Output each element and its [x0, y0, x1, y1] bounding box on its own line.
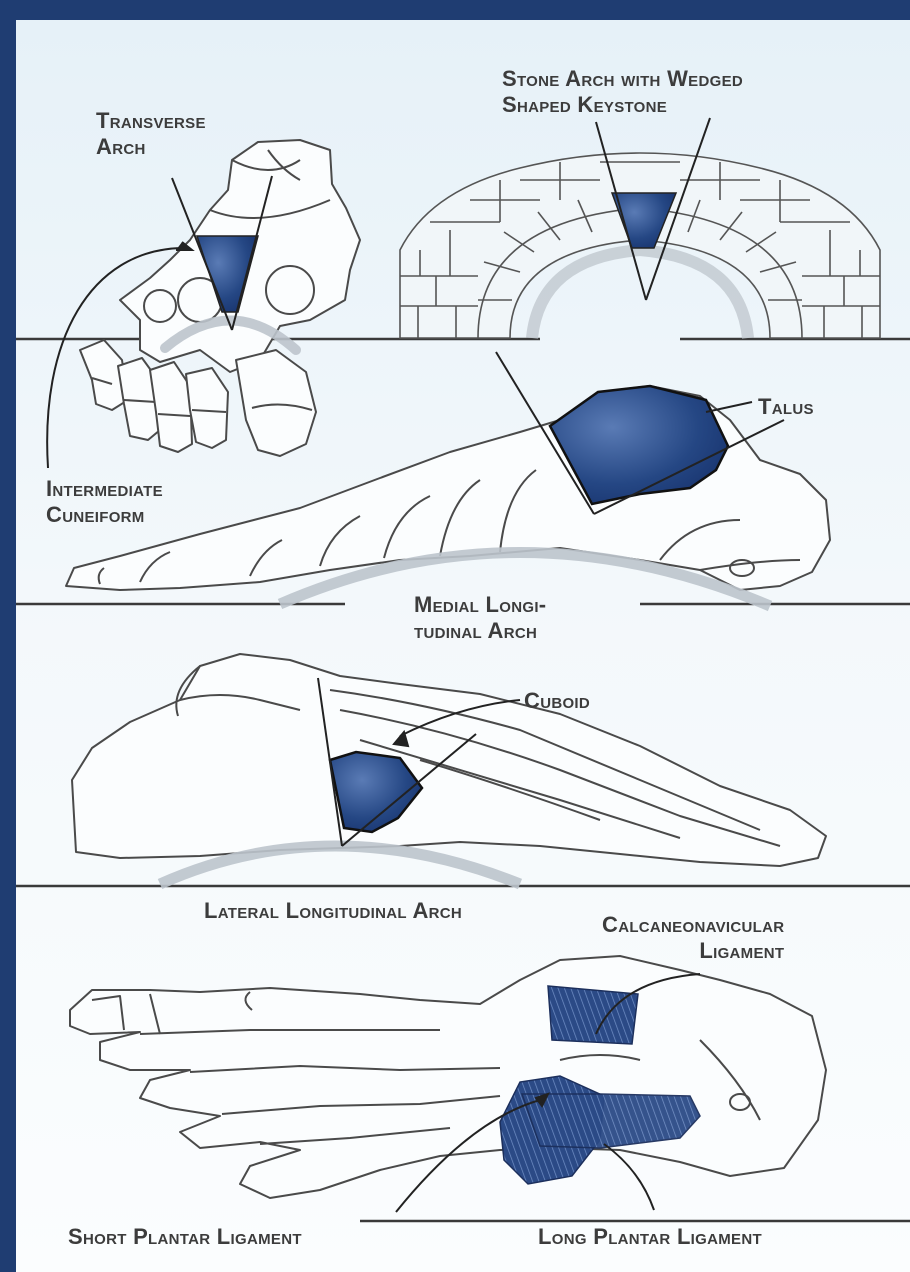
illustration-frame: Transverse Arch Stone Arch with Wedged S…	[16, 20, 910, 1272]
label-calcaneonavicular-ligament-line2: Ligament	[602, 938, 784, 964]
label-long-plantar-ligament-text: Long Plantar Ligament	[538, 1224, 762, 1250]
plantar-view-foot	[70, 956, 826, 1198]
label-talus-text: Talus	[758, 394, 814, 420]
label-calcaneonavicular-ligament: Calcaneonavicular Ligament	[602, 912, 784, 964]
label-intermediate-cuneiform-line2: Cuneiform	[46, 502, 163, 528]
label-stone-arch: Stone Arch with Wedged Shaped Keystone	[502, 66, 743, 118]
label-transverse-arch-line1: Transverse	[96, 108, 206, 134]
label-calcaneonavicular-ligament-line1: Calcaneonavicular	[602, 912, 784, 938]
label-medial-longitudinal-arch-line1: Medial Longi-	[414, 592, 546, 618]
label-medial-longitudinal-arch: Medial Longi- tudinal Arch	[414, 592, 546, 644]
label-intermediate-cuneiform-line1: Intermediate	[46, 476, 163, 502]
label-intermediate-cuneiform: Intermediate Cuneiform	[46, 476, 163, 528]
label-lateral-longitudinal-arch: Lateral Longitudinal Arch	[204, 898, 462, 924]
foot-arch-illustration	[16, 20, 910, 1272]
lateral-arch-foot	[72, 654, 826, 866]
label-lateral-longitudinal-arch-text: Lateral Longitudinal Arch	[204, 898, 462, 924]
label-cuboid: Cuboid	[524, 688, 590, 714]
label-transverse-arch-line2: Arch	[96, 134, 206, 160]
label-talus: Talus	[758, 394, 814, 420]
label-short-plantar-ligament-text: Short Plantar Ligament	[68, 1224, 302, 1250]
label-transverse-arch: Transverse Arch	[96, 108, 206, 160]
label-cuboid-text: Cuboid	[524, 688, 590, 714]
stone-arch-shadow	[532, 250, 748, 338]
label-short-plantar-ligament: Short Plantar Ligament	[68, 1224, 302, 1250]
label-stone-arch-line2: Shaped Keystone	[502, 92, 743, 118]
label-stone-arch-line1: Stone Arch with Wedged	[502, 66, 743, 92]
calcaneonavicular-ligament	[548, 986, 638, 1044]
label-medial-longitudinal-arch-line2: tudinal Arch	[414, 618, 546, 644]
label-long-plantar-ligament: Long Plantar Ligament	[538, 1224, 762, 1250]
